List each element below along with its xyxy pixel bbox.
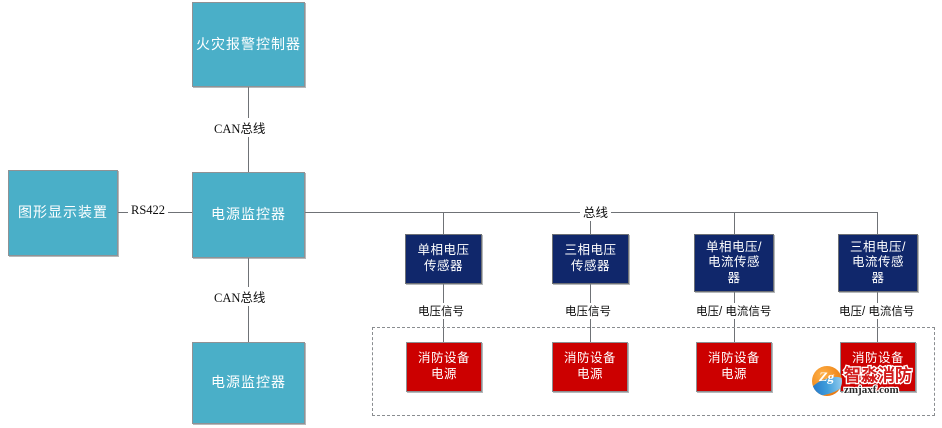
node-sensor-three-phase-voltage[interactable]: 三相电压 传感器: [552, 234, 629, 284]
node-power-monitor-sub[interactable]: 电源监控器: [192, 342, 305, 424]
edge-label-rs422: RS422: [128, 203, 169, 218]
connector-bus-to-sensor-3: [734, 212, 735, 234]
connector-bus-to-sensor-1: [443, 212, 444, 234]
node-sensor-single-phase-voltage[interactable]: 单相电压 传感器: [405, 234, 482, 284]
node-power-monitor-main[interactable]: 电源监控器: [192, 172, 305, 258]
node-fire-power-supply-4[interactable]: 消防设备 电源: [840, 342, 916, 392]
edge-label-signal-3: 电压/ 电流信号: [693, 303, 775, 319]
node-sensor-three-phase-voltage-current[interactable]: 三相电压/ 电流传感 器: [838, 234, 918, 292]
edge-label-signal-4: 电压/ 电流信号: [836, 303, 918, 319]
node-fire-alarm-controller[interactable]: 火灾报警控制器: [192, 2, 305, 87]
node-fire-power-supply-3[interactable]: 消防设备 电源: [696, 342, 772, 392]
connector-bus-to-sensor-2: [590, 212, 591, 234]
connector-bus-to-sensor-4: [877, 212, 878, 234]
node-fire-power-supply-2[interactable]: 消防设备 电源: [552, 342, 628, 392]
node-graphic-display[interactable]: 图形显示装置: [8, 170, 118, 256]
edge-label-can-bus-bottom: CAN总线: [211, 287, 269, 306]
edge-label-signal-1: 电压信号: [415, 303, 467, 319]
edge-label-signal-2: 电压信号: [562, 303, 614, 319]
edge-label-main-bus: 总线: [580, 202, 612, 221]
node-fire-power-supply-1[interactable]: 消防设备 电源: [406, 342, 482, 392]
edge-label-can-bus-top: CAN总线: [211, 118, 269, 137]
node-sensor-single-phase-voltage-current[interactable]: 单相电压/ 电流传感 器: [694, 234, 774, 292]
power-supply-group-boundary: [372, 327, 935, 416]
